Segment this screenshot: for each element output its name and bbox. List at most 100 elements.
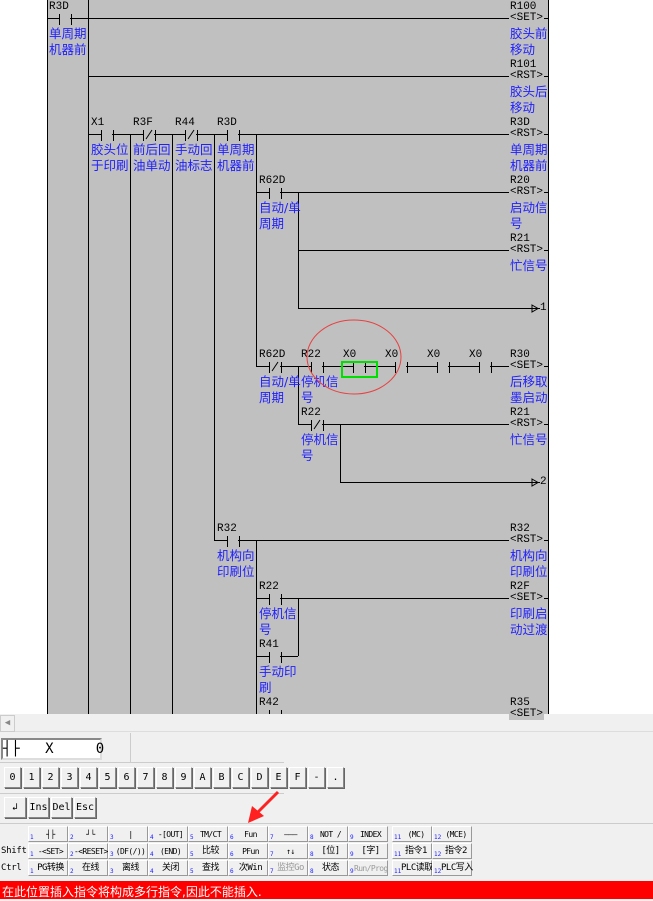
coil-device[interactable]: R20 (510, 175, 530, 187)
contact-device[interactable]: R42 (259, 697, 279, 709)
annotation-arrow (256, 790, 280, 814)
ins-key[interactable]: Ins (28, 797, 49, 818)
fkey-button[interactable]: 8[位] (308, 843, 348, 859)
contact-device[interactable]: X1 (91, 117, 105, 129)
fkey-number: 1 (30, 851, 34, 858)
coil-device[interactable]: R35 (510, 697, 530, 709)
key-d[interactable]: D (251, 767, 268, 788)
contact-device[interactable]: X0 (427, 349, 441, 361)
key-2[interactable]: 2 (42, 767, 59, 788)
contact-device[interactable]: R22 (301, 349, 321, 361)
coil-device[interactable]: R30 (510, 349, 530, 361)
contact-device[interactable]: R3F (133, 117, 153, 129)
contact-device[interactable]: R41 (259, 639, 279, 651)
fkey-number: 6 (230, 834, 234, 841)
key-a[interactable]: A (194, 767, 211, 788)
coil-instruction[interactable]: <SET> (509, 12, 545, 24)
key-1[interactable]: 1 (23, 767, 40, 788)
key-5[interactable]: 5 (99, 767, 116, 788)
scroll-left-icon[interactable]: ◀ (0, 715, 15, 732)
fkey-button[interactable]: 1-<SET> (28, 843, 68, 859)
contact-device[interactable]: X0 (385, 349, 399, 361)
key-c[interactable]: C (232, 767, 249, 788)
contact-device[interactable]: R62D (259, 349, 286, 361)
contact-device[interactable]: R62D (259, 175, 286, 187)
key-8[interactable]: 8 (156, 767, 173, 788)
fkey-button[interactable]: 3| (108, 826, 148, 842)
coil-instruction[interactable]: <RST> (509, 418, 545, 430)
enter-key[interactable]: ↲ (4, 797, 26, 818)
fkey-button[interactable]: 9[字] (348, 843, 388, 859)
coil-instruction[interactable]: <RST> (509, 534, 545, 546)
key-0[interactable]: 0 (4, 767, 21, 788)
key-3[interactable]: 3 (61, 767, 78, 788)
key-7[interactable]: 7 (137, 767, 154, 788)
fkey-button[interactable]: 12(MCE) (432, 826, 472, 842)
ladder-wires (47, 0, 549, 714)
fkey-button[interactable]: 1┤├ (28, 826, 68, 842)
esc-key[interactable]: Esc (74, 797, 96, 818)
key-e[interactable]: E (270, 767, 287, 788)
contact-comment: 单周期机器前 (217, 142, 255, 173)
fkey-button[interactable]: 7——— (268, 826, 308, 842)
key-6[interactable]: 6 (118, 767, 135, 788)
coil-instruction[interactable]: <RST> (509, 186, 545, 198)
coil-device[interactable]: R100 (510, 1, 537, 13)
key-dot[interactable]: . (327, 767, 344, 788)
coil-device[interactable]: R3D (510, 117, 530, 129)
coil-device[interactable]: R2F (510, 581, 530, 593)
coil-instruction[interactable]: <SET> (509, 360, 545, 372)
key-minus[interactable]: - (308, 767, 325, 788)
coil-device[interactable]: R101 (510, 59, 537, 71)
fkey-button[interactable]: 2-<RESET> (68, 843, 108, 859)
contact-device[interactable]: X0 (469, 349, 483, 361)
coil-instruction[interactable]: <SET> (509, 592, 545, 604)
contact-device[interactable]: R3D (217, 117, 237, 129)
coil-device[interactable]: R21 (510, 233, 530, 245)
key-4[interactable]: 4 (80, 767, 97, 788)
fkey-button[interactable]: 4-[OUT] (148, 826, 188, 842)
coil-device[interactable]: R32 (510, 523, 530, 535)
fkey-button[interactable]: 3(DF(/)) (108, 843, 148, 859)
del-key[interactable]: Del (51, 797, 72, 818)
coil-device[interactable]: R21 (510, 407, 530, 419)
fkey-button[interactable]: 11(MC) (392, 826, 432, 842)
contact-device[interactable]: R22 (259, 581, 279, 593)
contact-device[interactable]: R3D (49, 1, 69, 13)
fkey-button[interactable]: 4(END) (148, 843, 188, 859)
contact-device[interactable]: R32 (217, 523, 237, 535)
key-9[interactable]: 9 (175, 767, 192, 788)
coil-instruction[interactable]: <RST> (509, 244, 545, 256)
key-f[interactable]: F (289, 767, 306, 788)
horizontal-scrollbar[interactable]: ◀ (0, 715, 653, 732)
coil-instruction[interactable]: <RST> (509, 128, 545, 140)
contact-device[interactable]: X0 (343, 349, 357, 361)
fkey-button[interactable]: 2┘└ (68, 826, 108, 842)
fkey-button[interactable]: 7↑↓ (268, 843, 308, 859)
coil-instruction[interactable]: <RST> (509, 70, 545, 82)
key-b[interactable]: B (213, 767, 230, 788)
contact-device[interactable]: R44 (175, 117, 195, 129)
coil-instruction[interactable]: <SET> (509, 708, 545, 720)
contact-device[interactable]: R22 (301, 407, 321, 419)
